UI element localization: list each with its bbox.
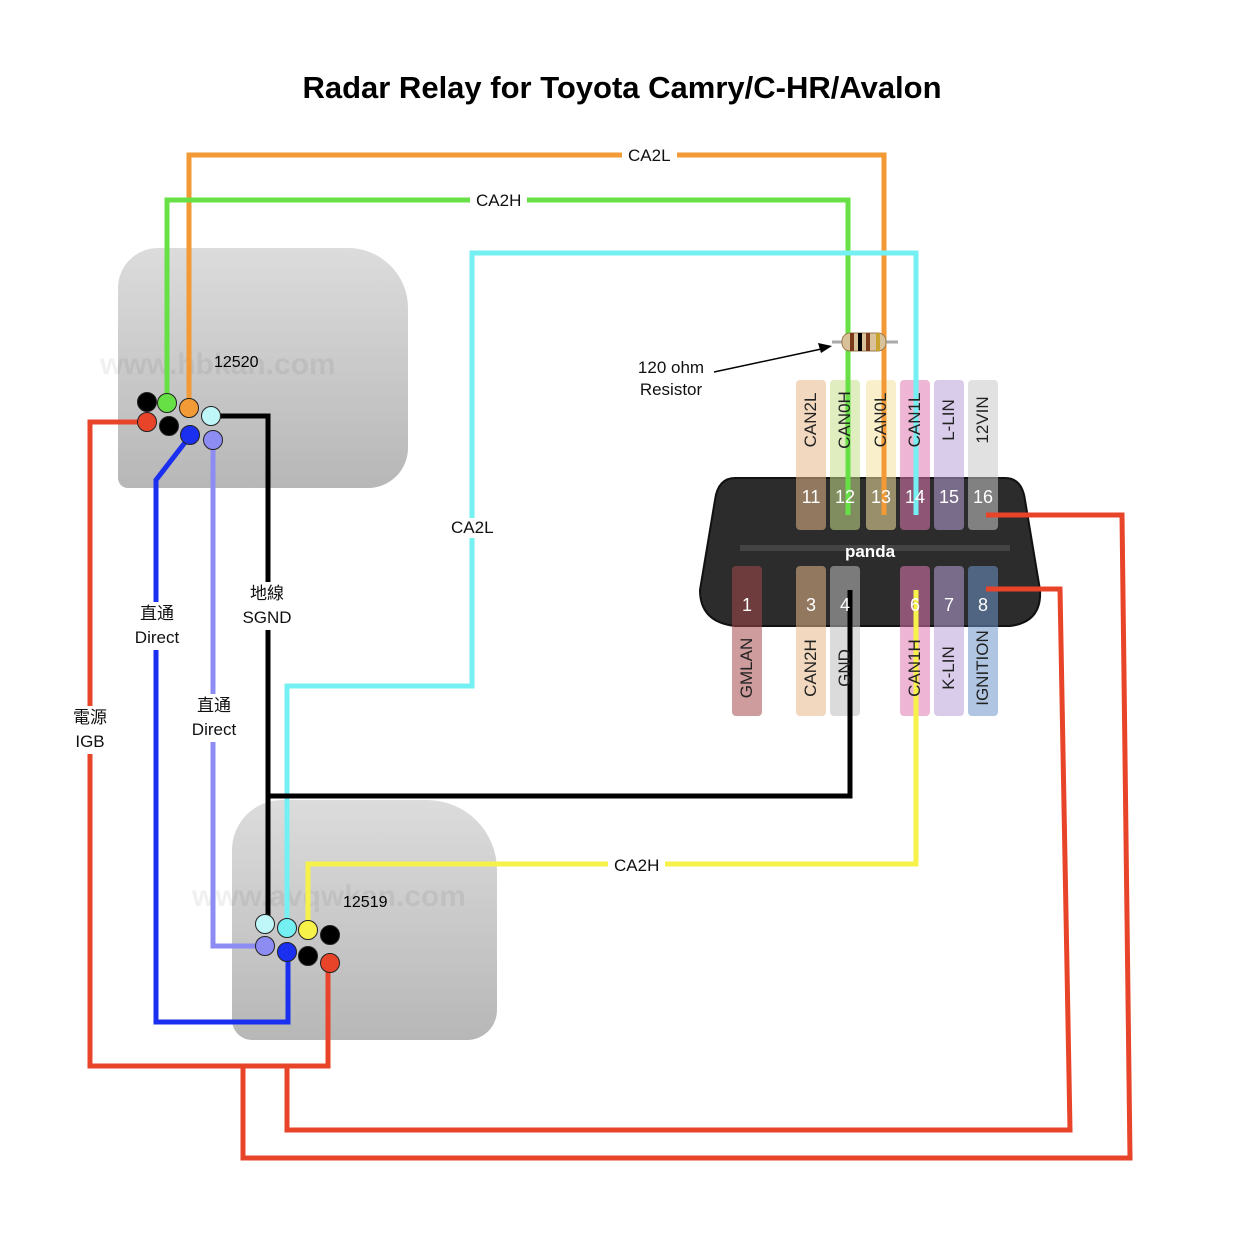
wire-12vin-red — [240, 512, 1133, 1161]
note-ground-en: SGND — [242, 608, 292, 627]
resistor-arrow — [713, 347, 827, 373]
obd-top-pin-number-14: 14 — [904, 487, 926, 507]
connector-12520-label: 12520 — [214, 354, 259, 371]
wire-ca2l-orange — [186, 152, 887, 515]
diagram-title: Radar Relay for Toyota Camry/C-HR/Avalon — [302, 70, 942, 105]
obd-top-pin-name-15: L-LIN — [939, 399, 958, 441]
obd-top-pin-number-15: 15 — [938, 487, 960, 507]
obd-top-pin-name-14: CAN1L — [905, 392, 924, 448]
note-power-en: IGB — [75, 732, 105, 751]
note-direct2-en: Direct — [191, 720, 237, 739]
pin-upper-orange — [179, 398, 199, 418]
pin-lower-blue — [277, 942, 297, 962]
obd-bottom-pin-name-7: K-LIN — [939, 646, 958, 690]
panda-label: panda — [844, 542, 896, 561]
resistor-120-ohm — [832, 332, 898, 352]
pin-upper-black-2 — [159, 416, 179, 436]
obd-bottom-pin-name-8: IGNITION — [973, 630, 992, 706]
wire-label-ca2l-top: CA2L — [622, 146, 677, 166]
obd-bottom-pin-name-6: CAN1H — [905, 639, 924, 697]
note-direct-2: 直通 Direct — [183, 694, 245, 742]
note-direct2-cn: 直通 — [197, 696, 231, 715]
obd-bottom-pin-strip-7 — [934, 566, 964, 716]
pin-upper-black-1 — [137, 392, 157, 412]
obd-top-pin-number-16: 16 — [972, 487, 994, 507]
note-direct1-en: Direct — [134, 628, 180, 647]
wire-direct-blue — [153, 434, 291, 1025]
connector-12519-label: 12519 — [343, 894, 388, 911]
note-ground-sgnd: 地線 SGND — [236, 582, 298, 630]
note-ground-cn: 地線 — [250, 584, 284, 603]
watermark-lower: www.avqwkan.com — [192, 880, 466, 913]
resistor-label-value: 120 ohm — [637, 358, 705, 377]
obd-top-pin-number-13: 13 — [870, 487, 892, 507]
note-direct-1: 直通 Direct — [126, 602, 188, 650]
pin-lower-red — [320, 953, 340, 973]
obd-bottom-pin-name-3: CAN2H — [801, 639, 820, 697]
obd-top-pin-name-16: 12VIN — [973, 396, 992, 444]
note-direct1-cn: 直通 — [140, 604, 174, 623]
obd-bottom-pin-strip-1 — [732, 566, 762, 716]
resistor-label: 120 ohm Resistor — [626, 357, 716, 401]
pin-upper-cyan — [201, 406, 221, 426]
pin-upper-blue — [180, 425, 200, 445]
pin-upper-green — [157, 393, 177, 413]
obd-top-pin-name-11: CAN2L — [801, 392, 820, 448]
pin-lower-black-2 — [298, 946, 318, 966]
obd-top-pin-strip-15 — [934, 380, 964, 530]
obd-bottom-pin-number-3: 3 — [805, 595, 816, 615]
pin-lower-yellow — [298, 920, 318, 940]
wire-sgnd-black — [213, 413, 271, 928]
obd-bottom-pin-number-1: 1 — [741, 595, 752, 615]
pin-lower-lightcyan — [255, 914, 275, 934]
obd-bottom-pin-name-4: GND — [835, 649, 854, 687]
pin-lower-black-1 — [320, 925, 340, 945]
note-power-cn: 電源 — [73, 708, 107, 727]
obd-top-pin-strip-13 — [866, 380, 896, 530]
wire-ca2l-cyan — [284, 250, 919, 928]
obd-top-pin-strip-11 — [796, 380, 826, 530]
obd-top-pin-number-11: 11 — [801, 487, 821, 507]
wire-ignition-red — [284, 586, 1073, 1133]
obd-bottom-pin-number-4: 4 — [839, 595, 850, 615]
obd-top-pin-strip-12 — [830, 380, 860, 530]
obd-bottom-pin-number-7: 7 — [943, 595, 954, 615]
pin-lower-lavender — [255, 936, 275, 956]
pin-upper-lavender — [203, 430, 223, 450]
obd-top-pin-strip-16 — [968, 380, 998, 530]
wire-igb-red — [87, 419, 331, 1069]
obd-bottom-pin-strip-4 — [830, 566, 860, 716]
pin-lower-cyan — [277, 918, 297, 938]
note-power-igb: 電源 IGB — [62, 706, 118, 754]
watermark-upper: www.hbkan.com — [100, 348, 336, 381]
wire-label-ca2h-top: CA2H — [470, 191, 528, 211]
obd-bottom-pin-strip-3 — [796, 566, 826, 716]
obd-bottom-pin-number-8: 8 — [977, 595, 988, 615]
obd-bottom-pin-number-6: 6 — [909, 595, 920, 615]
pin-upper-red — [137, 412, 157, 432]
wire-label-ca2l-mid: CA2L — [445, 518, 500, 538]
obd-top-pin-name-13: CAN0L — [871, 392, 890, 448]
wire-label-ca2h-bottom: CA2H — [608, 856, 666, 876]
wire-direct-lavender — [210, 440, 264, 949]
obd-bottom-pin-name-1: GMLAN — [737, 637, 756, 699]
obd-top-pin-number-12: 12 — [834, 487, 856, 507]
wire-ca2h-yellow — [305, 590, 919, 930]
wire-gnd-black — [268, 590, 853, 799]
connector-12519-body — [232, 800, 497, 1040]
resistor-label-text: Resistor — [639, 380, 703, 399]
obd-top-pin-name-12: CAN0H — [835, 391, 854, 449]
